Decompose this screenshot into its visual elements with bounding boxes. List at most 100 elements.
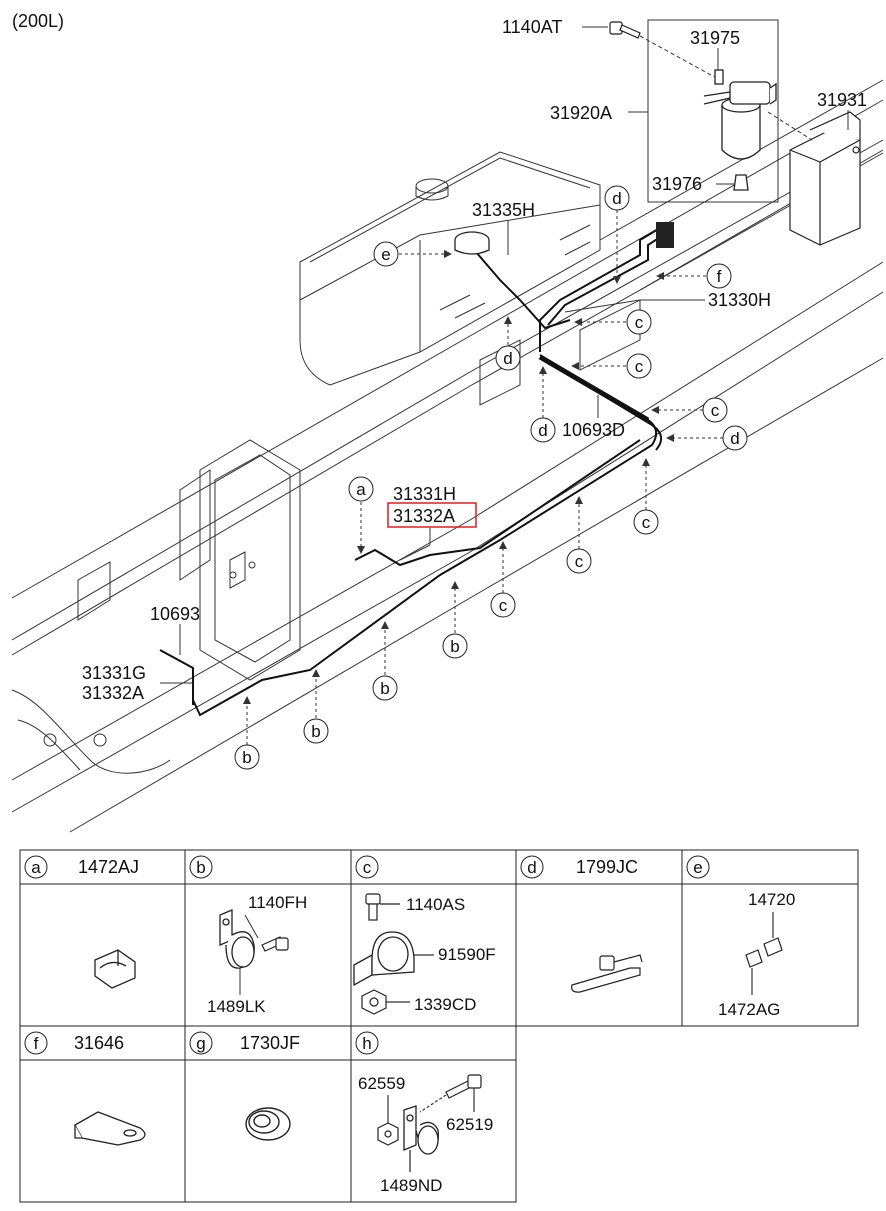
callout-31332A-highlighted: 31332A — [393, 506, 455, 526]
bracket-31646-icon — [74, 1111, 146, 1146]
parts-table — [19, 849, 859, 1203]
svg-text:d: d — [527, 858, 536, 877]
svg-text:e: e — [693, 858, 702, 877]
bolt-1140as-icon — [365, 893, 400, 921]
svg-text:d: d — [612, 189, 621, 208]
ref-circle-c: c — [626, 309, 652, 335]
callout-31331H: 31331H — [393, 484, 456, 504]
ref-circle-d: d — [530, 417, 556, 443]
highlight-box — [387, 502, 477, 528]
svg-text:e: e — [381, 245, 390, 264]
grommet-1730jf-icon — [245, 1107, 291, 1141]
bolt-1140at-icon — [609, 21, 641, 39]
ref-circle-b: b — [442, 633, 468, 659]
svg-text:c: c — [363, 858, 372, 877]
svg-text:b: b — [311, 722, 320, 741]
cell-g-header: g 1730JF — [189, 1031, 300, 1055]
svg-text:f: f — [717, 267, 722, 286]
svg-text:c: c — [635, 313, 644, 332]
svg-text:c: c — [499, 596, 508, 615]
cell-c-part-3: 1339CD — [414, 995, 476, 1014]
callout-31335H: 31335H — [472, 200, 535, 220]
ref-circle-c: c — [702, 397, 728, 423]
fuel-sender-cap-icon — [454, 231, 490, 255]
clamp-1489lk-icon — [219, 909, 255, 969]
cell-h-header: h — [355, 1031, 379, 1055]
cell-g-code: 1730JF — [240, 1033, 300, 1053]
cell-d-code: 1799JC — [576, 857, 638, 877]
svg-text:b: b — [380, 679, 389, 698]
svg-text:g: g — [196, 1034, 205, 1053]
clip-14720-icon — [745, 912, 783, 995]
ref-circle-b: b — [234, 744, 260, 770]
svg-text:d: d — [730, 429, 739, 448]
ref-circle-c: c — [633, 509, 659, 535]
arrow-heads — [243, 250, 674, 704]
callout-31931: 31931 — [817, 90, 867, 110]
ref-circle-e: e — [373, 241, 399, 267]
cell-f-code: 31646 — [74, 1033, 124, 1053]
table-headers: a 1472AJ b c d 1799JC e f 31646 g 1730JF… — [24, 855, 710, 1055]
reference-arrows — [246, 210, 723, 745]
svg-text:b: b — [196, 858, 205, 877]
ref-circle-a: a — [348, 476, 374, 502]
clamp-91590f-icon — [353, 931, 434, 987]
part-callouts: 1140AT 31975 31920A 31931 31976 31335H 3… — [82, 17, 867, 703]
svg-text:c: c — [635, 357, 644, 376]
callout-31330H: 31330H — [708, 290, 771, 310]
callout-10693: 10693 — [150, 604, 200, 624]
cell-b-part-2: 1489LK — [207, 997, 266, 1016]
nut-62559-icon — [377, 1095, 399, 1146]
ref-circle-c: c — [566, 548, 592, 574]
cell-b-leader — [244, 914, 259, 939]
bolt-62519-icon — [419, 1074, 482, 1113]
fuel-tank — [299, 151, 601, 386]
svg-text:b: b — [450, 637, 459, 656]
cell-h-part-2: 62519 — [446, 1115, 493, 1134]
callout-31331G: 31331G — [82, 663, 146, 683]
cell-h-part-3: 1489ND — [380, 1176, 442, 1195]
variant-label: (200L) — [12, 11, 64, 31]
svg-text:c: c — [575, 552, 584, 571]
ref-circle-d: d — [495, 345, 521, 371]
clamp-1489nd-icon — [403, 1105, 439, 1172]
reference-circles: e d f c c d d c d c c c b b b b a — [234, 185, 748, 770]
cell-c-header: c — [355, 855, 379, 879]
cell-b-part-1: 1140FH — [248, 893, 307, 912]
ref-circle-b: b — [372, 675, 398, 701]
callout-31975: 31975 — [690, 28, 740, 48]
cell-e-part-2: 1472AG — [718, 1000, 780, 1019]
svg-text:c: c — [711, 401, 720, 420]
svg-text:f: f — [34, 1034, 39, 1053]
callout-31332A: 31332A — [82, 683, 144, 703]
callout-10693D: 10693D — [562, 420, 625, 440]
callout-31976: 31976 — [652, 174, 702, 194]
filter-canister-icon — [703, 69, 777, 191]
cable-tie-1799jc-icon — [571, 954, 643, 993]
fuel-filter-assembly — [609, 19, 861, 246]
line-connector-icon — [656, 222, 674, 248]
cell-b-header: b — [189, 855, 213, 879]
nut-1339cd-icon — [361, 989, 410, 1015]
clip-1472aj-icon — [94, 949, 136, 989]
fuel-lines — [159, 227, 669, 717]
callout-31920A: 31920A — [550, 103, 612, 123]
cell-e-part-1: 14720 — [748, 890, 795, 909]
cell-a-code: 1472AJ — [78, 857, 139, 877]
filter-detail-box — [647, 19, 779, 203]
bolt-1140fh-icon — [261, 936, 289, 952]
leader-lines — [160, 26, 849, 684]
cell-c-part-1: 1140AS — [406, 895, 465, 914]
ref-circle-f: f — [706, 263, 732, 289]
ref-circle-d: d — [604, 185, 630, 211]
cell-h-part-1: 62559 — [358, 1074, 405, 1093]
svg-text:d: d — [538, 421, 547, 440]
cell-e-header: e — [686, 855, 710, 879]
cell-c-part-2: 91590F — [438, 945, 496, 964]
svg-text:a: a — [31, 858, 41, 877]
svg-text:b: b — [242, 748, 251, 767]
cell-d-header: d 1799JC — [520, 855, 638, 879]
cell-a-header: a 1472AJ — [24, 855, 139, 879]
ref-circle-b: b — [303, 718, 329, 744]
